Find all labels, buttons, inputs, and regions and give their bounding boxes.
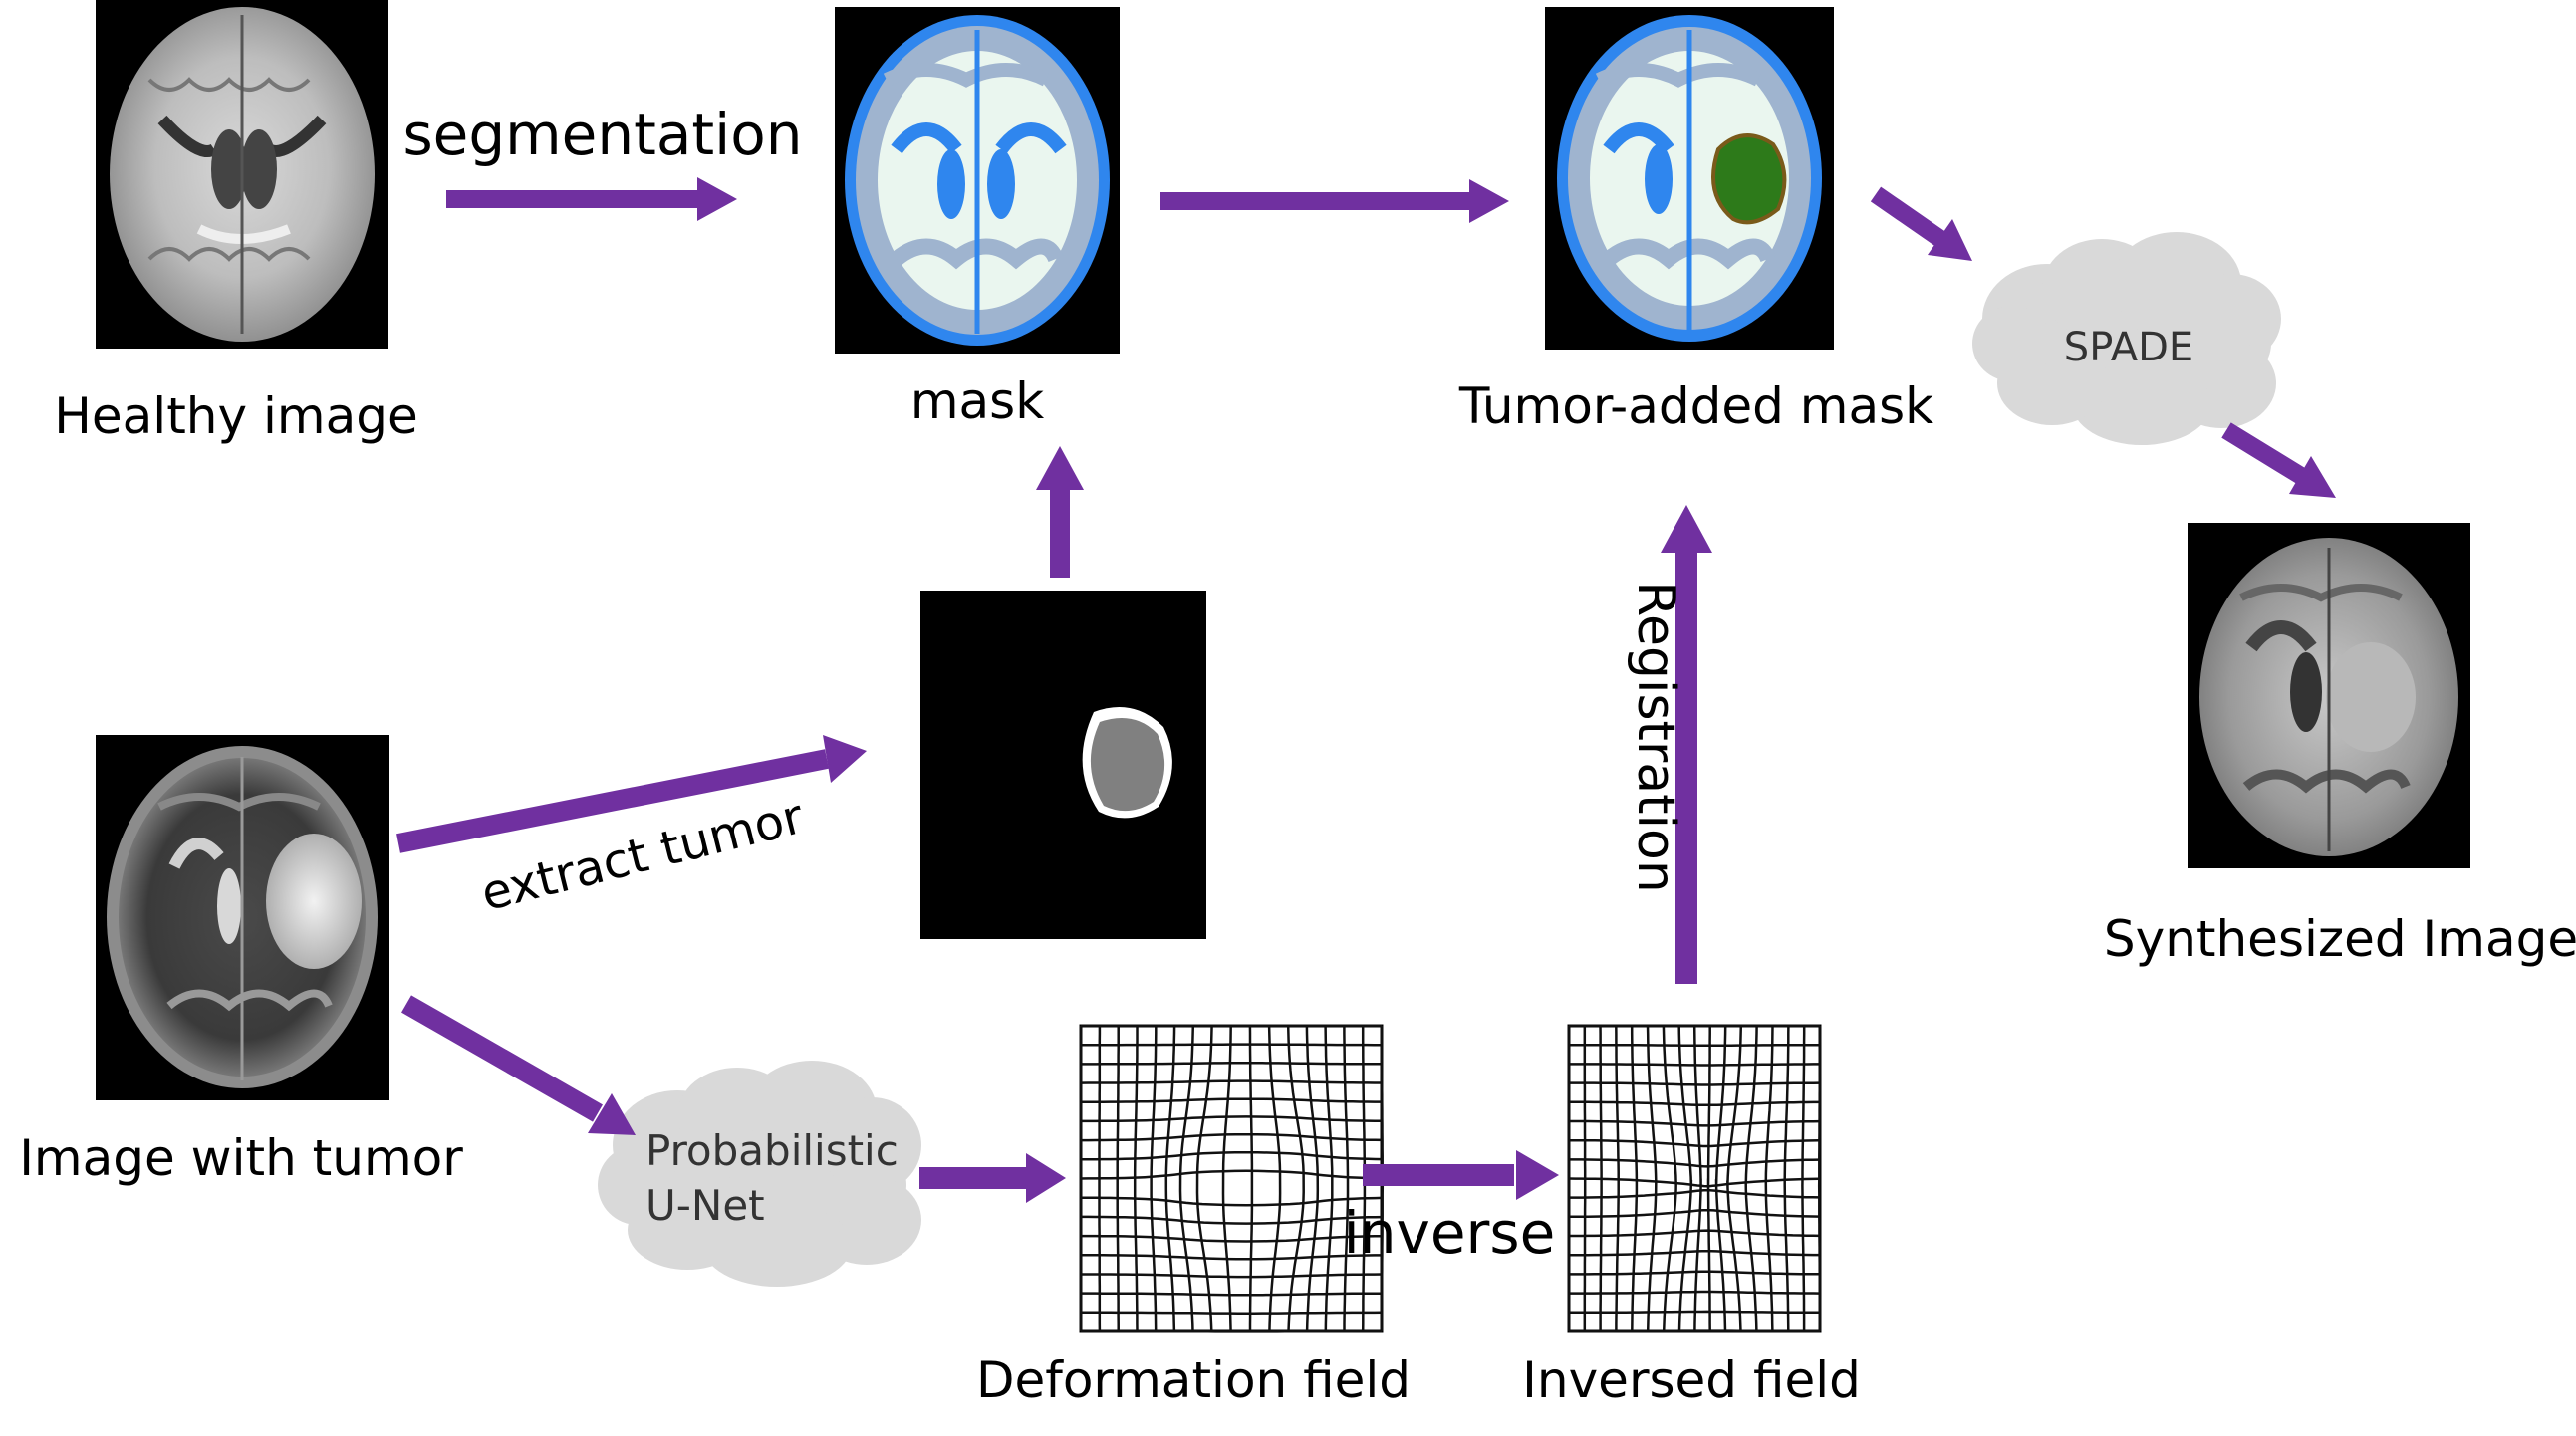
arrow-to-deformation <box>919 1153 1066 1203</box>
grid-line-vertical <box>1744 1026 1758 1331</box>
grid-line-vertical <box>1817 1026 1822 1332</box>
grid-line-horizontal <box>1081 1311 1383 1315</box>
arrow-registration <box>1661 505 1712 984</box>
probabilistic-label-line1: Probabilistic <box>645 1126 899 1175</box>
spade-cloud <box>1972 232 2281 445</box>
grid-line-vertical <box>1324 1025 1334 1332</box>
grid-line-horizontal <box>1569 1270 1820 1276</box>
healthy-image-label: Healthy image <box>54 387 417 445</box>
grid-line-vertical <box>1286 1025 1305 1332</box>
grid-line-horizontal <box>1080 1234 1383 1243</box>
grid-line-vertical <box>1267 1025 1282 1332</box>
deformation-field-image <box>1079 1024 1385 1333</box>
image-with-tumor-label: Image with tumor <box>19 1129 463 1187</box>
grid-line-horizontal <box>1569 1250 1820 1257</box>
grid-line-horizontal <box>1081 1292 1383 1297</box>
tumor-added-mask-label: Tumor-added mask <box>1458 377 1933 435</box>
grid-line-horizontal <box>1080 1169 1383 1180</box>
grid-line-horizontal <box>1569 1229 1820 1238</box>
grid-line-horizontal <box>1569 1290 1820 1295</box>
grid-line-vertical <box>1343 1026 1350 1332</box>
inversed-field-image <box>1567 1024 1822 1333</box>
grid-line-vertical <box>1764 1026 1774 1331</box>
grid-line-vertical <box>1783 1025 1790 1331</box>
image-with-tumor <box>96 735 389 1100</box>
mask-label: mask <box>910 372 1044 430</box>
arrow-to-synthesized <box>2221 422 2336 498</box>
grid-line-horizontal <box>1569 1177 1820 1188</box>
grid-line-vertical <box>1248 1025 1254 1332</box>
grid-line-vertical <box>1801 1026 1806 1331</box>
synthesized-image <box>2188 523 2470 868</box>
arrow-to-unet <box>401 995 636 1135</box>
grid-line-horizontal <box>1080 1196 1383 1207</box>
arrow-mask-to-tumor-mask <box>1160 179 1509 223</box>
tumor-mask-image <box>920 591 1206 939</box>
tumor-added-mask-image <box>1545 7 1834 350</box>
grid-line-vertical <box>1714 1026 1727 1331</box>
inverse-label: inverse <box>1344 1199 1556 1267</box>
grid-line-horizontal <box>1569 1310 1820 1315</box>
mask-image <box>835 7 1120 354</box>
grid-line-horizontal <box>1569 1188 1820 1199</box>
probabilistic-label-line2: U-Net <box>645 1181 765 1230</box>
segmentation-label: segmentation <box>402 101 802 168</box>
arrows <box>396 177 2336 1203</box>
grid-line-vertical <box>1305 1025 1320 1332</box>
arrow-tumor-to-mask <box>1036 446 1084 578</box>
grid-line-horizontal <box>1080 1215 1383 1225</box>
arrow-to-spade <box>1870 186 1972 261</box>
healthy-image <box>96 0 388 349</box>
synthesized-image-label: Synthesized Image <box>2104 910 2576 968</box>
grid-line-vertical <box>1726 1026 1743 1331</box>
probabilistic-unet-cloud <box>598 1061 921 1287</box>
deformation-field-label: Deformation field <box>976 1351 1411 1409</box>
arrow-segmentation <box>446 177 737 221</box>
arrow-inverse <box>1363 1150 1559 1200</box>
arrow-extract-tumor <box>396 735 867 853</box>
grid-line-horizontal <box>1569 1208 1820 1219</box>
grid-line-horizontal <box>1081 1273 1383 1279</box>
grid-line-vertical <box>1706 1026 1711 1331</box>
grid-line-horizontal <box>1080 1254 1383 1261</box>
inversed-field-label: Inversed field <box>1522 1351 1861 1409</box>
spade-label: SPADE <box>2064 325 2193 370</box>
registration-label: Registration <box>1626 581 1685 893</box>
